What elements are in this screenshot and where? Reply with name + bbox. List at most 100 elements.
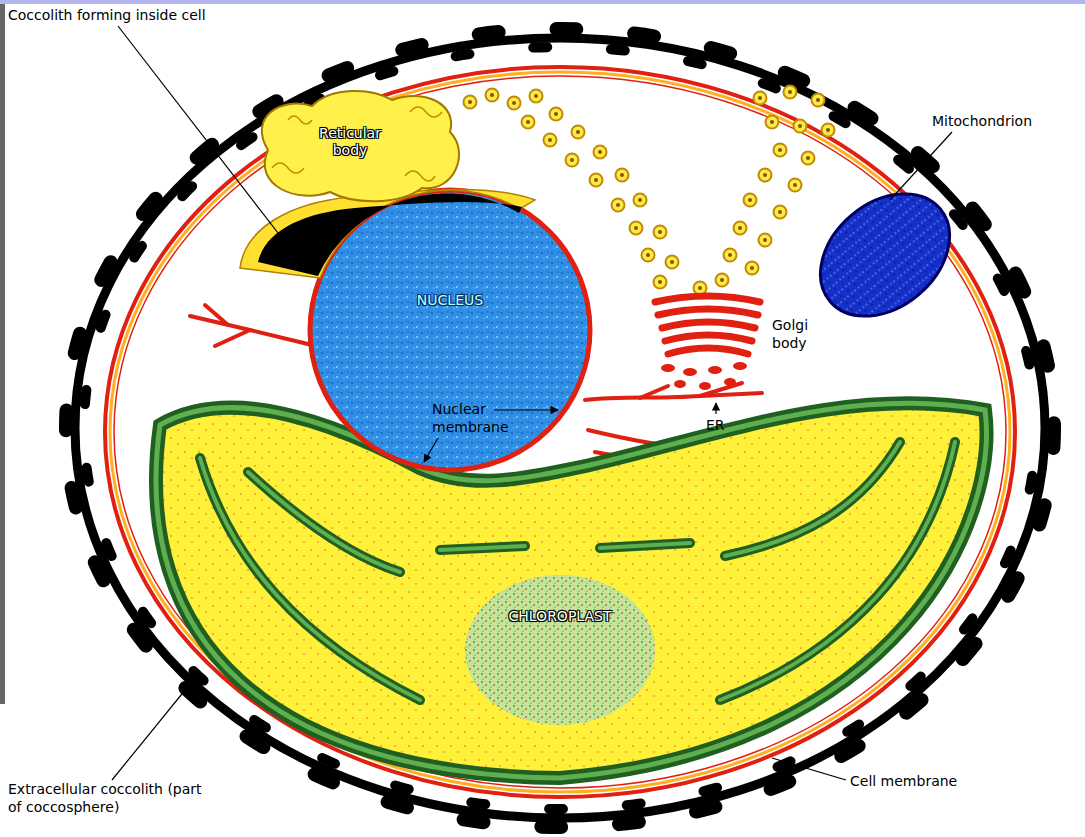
chloroplast: CHLOROPLAST (145, 380, 1000, 795)
callout-label: Nuclear membrane (432, 400, 516, 436)
thylakoid (720, 442, 955, 700)
vesicle (464, 96, 477, 109)
vesicle (530, 90, 543, 103)
label-anchor: ER (706, 416, 725, 434)
callout-label: Mitochondrion (932, 112, 1032, 130)
vesicle (550, 108, 563, 121)
vesicle (566, 154, 579, 167)
coccosphere (75, 38, 1045, 818)
callout-label: Golgi body (772, 316, 832, 352)
coccolith-ring (66, 29, 1054, 827)
vesicle (486, 89, 499, 102)
cell-membrane (110, 72, 1010, 792)
nucleus-label: NUCLEUS (417, 292, 483, 309)
golgi-cisterna (655, 296, 760, 302)
thylakoid (725, 442, 900, 556)
slide-edge (0, 4, 5, 704)
vesicle (716, 274, 729, 287)
vesicle (759, 169, 772, 182)
golgi-vesicle (661, 364, 675, 372)
vesicle (746, 262, 759, 275)
reticular-body-shape (262, 91, 459, 201)
thylakoid (600, 543, 690, 548)
reticular-fold (272, 163, 304, 173)
vesicle (590, 174, 603, 187)
leader-arrow (494, 409, 558, 410)
vesicle (630, 222, 643, 235)
reticular-fold (405, 171, 435, 181)
thylakoid (725, 442, 900, 556)
golgi-cisterna (665, 335, 752, 341)
leader-arrow (424, 438, 438, 462)
chloroplast-envelope (156, 403, 986, 778)
vesicle (594, 146, 607, 159)
vesicle (544, 134, 557, 147)
vesicle (634, 194, 647, 207)
vesicle (612, 199, 625, 212)
golgi-cisterna (662, 322, 755, 328)
callout-label: Cell membrane (850, 772, 957, 790)
thylakoid (248, 472, 400, 572)
vesicle (734, 222, 747, 235)
cell-membrane (114, 76, 1006, 788)
thylakoid (200, 458, 420, 700)
golgi-vesicle (733, 362, 747, 370)
vesicle (754, 92, 767, 105)
golgi-cisterna (658, 309, 758, 315)
vesicle (744, 194, 757, 207)
reticular-fold (288, 116, 312, 124)
coccolith-ring (84, 47, 1036, 809)
golgi-cisterna (668, 348, 748, 354)
leader-line (772, 758, 846, 780)
vesicle (522, 116, 535, 129)
vesicle (724, 249, 737, 262)
leader-line (118, 26, 285, 242)
chloroplast-label: CHLOROPLAST (509, 608, 612, 625)
cell-membrane (105, 67, 1015, 797)
pyrenoid (465, 575, 655, 725)
vesicle (794, 120, 807, 133)
vesicle (759, 234, 772, 247)
reticular-body-label: Reticular body (305, 125, 395, 159)
thylakoid (440, 546, 525, 550)
chloroplast-shape (156, 403, 986, 778)
er-tubule (585, 393, 762, 400)
golgi-vesicle (708, 366, 722, 374)
leader-line (112, 684, 190, 780)
label-anchor: Mitochondrion (932, 112, 1032, 130)
vesicle (508, 97, 521, 110)
vesicle (666, 256, 679, 269)
vesicle (802, 152, 815, 165)
label-anchor: Nuclear membrane (432, 400, 516, 436)
label-anchor: Coccolith forming inside cell (8, 6, 206, 24)
golgi-vesicle (674, 380, 686, 388)
callout-label: Coccolith forming inside cell (8, 6, 206, 24)
er-tubule (700, 383, 742, 396)
er-tubule (215, 330, 250, 346)
er-tubule (205, 305, 228, 325)
vesicle (766, 116, 779, 129)
label-anchor: Golgi body (772, 316, 832, 352)
vesicle (642, 249, 655, 262)
vesicle (654, 226, 667, 239)
thylakoid (600, 543, 690, 548)
reticular-fold (410, 107, 442, 117)
vesicle (774, 144, 787, 157)
vesicle (616, 169, 629, 182)
mitochondrion (796, 169, 973, 341)
callout-label: Extracellular coccolith (part of coccosp… (8, 780, 213, 816)
slide-edge (0, 0, 1085, 4)
reticular-body: Reticular body (240, 85, 550, 285)
label-anchor: Cell membrane (850, 772, 957, 790)
golgi-vesicle (683, 368, 697, 376)
er-tubule (190, 316, 312, 345)
thylakoid (200, 458, 420, 700)
golgi-vesicle (699, 382, 711, 390)
vesicle (654, 276, 667, 289)
vesicle (812, 94, 825, 107)
vesicle (572, 126, 585, 139)
